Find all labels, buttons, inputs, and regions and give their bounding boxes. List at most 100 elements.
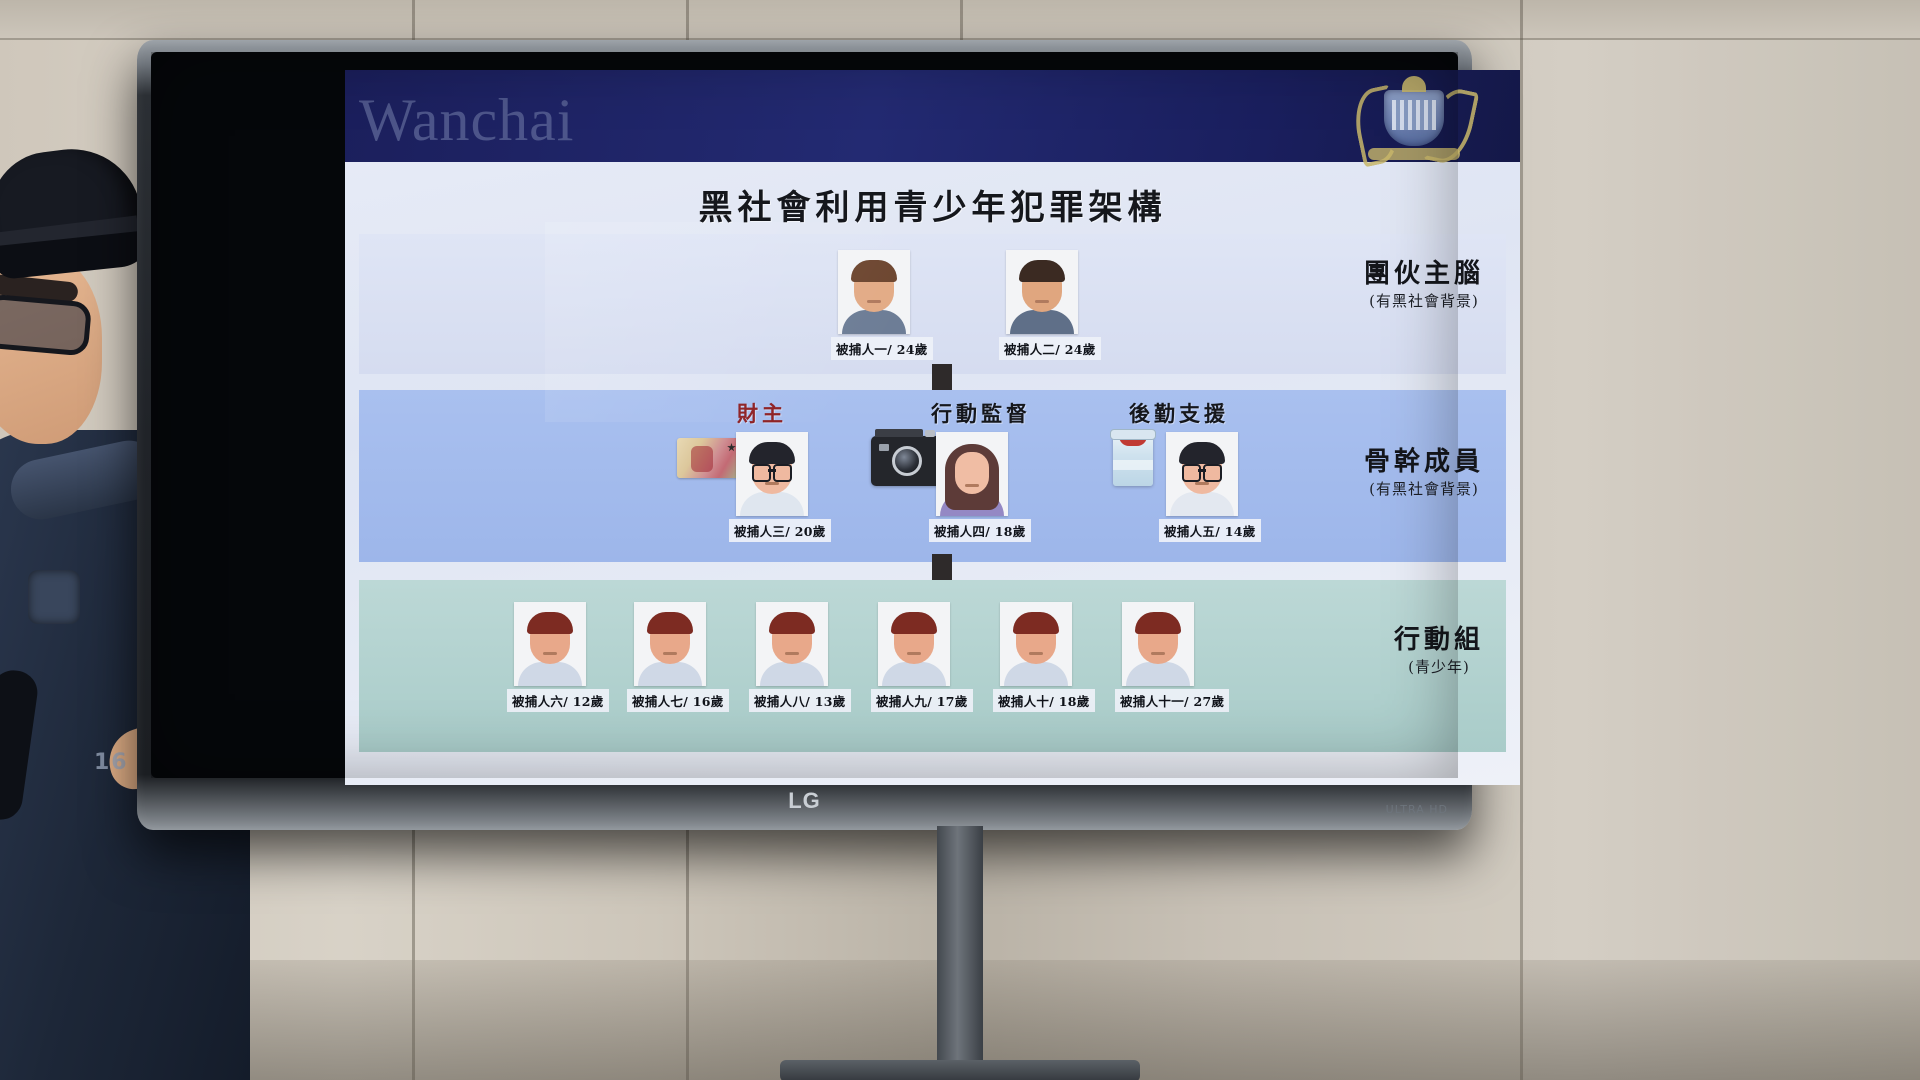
avatar-mouth — [907, 652, 921, 655]
avatar-hair — [647, 612, 693, 634]
officer-glasses — [0, 293, 93, 357]
monitor-stand-neck — [937, 826, 983, 1076]
avatar-mouth — [1035, 300, 1049, 303]
avatar-mouth — [785, 652, 799, 655]
tier-leaders-label-main: 團伙主腦 — [1363, 259, 1484, 289]
avatar-body — [1010, 310, 1074, 334]
presentation-slide: Wanchai 黑社會利用青少年犯罪架構 — [345, 70, 1520, 785]
tier-core-members: 骨幹成員 (有黑社會背景) 財主 行動監督 後勤支援 — [359, 390, 1506, 562]
person-card[interactable]: 被捕人二/ 24歲 — [999, 250, 1101, 360]
avatar-body — [882, 662, 946, 686]
avatar-hair — [1019, 260, 1065, 282]
person-label: 被捕人二/ 24歲 — [999, 337, 1101, 360]
avatar-mouth — [765, 482, 779, 485]
avatar-body — [842, 310, 906, 334]
avatar-mouth — [543, 652, 557, 655]
crest-building — [1392, 100, 1436, 130]
avatar-mouth — [1195, 482, 1209, 485]
avatar-body — [638, 662, 702, 686]
camera-shutter-button — [925, 430, 935, 437]
camera-lens — [892, 446, 922, 476]
avatar-body — [760, 662, 824, 686]
wall-seam-4 — [1520, 0, 1523, 1080]
arrow-shaft — [932, 554, 952, 580]
avatar-mouth — [965, 484, 979, 487]
ceiling-band — [0, 0, 1920, 40]
avatar-hair — [527, 612, 573, 634]
paint-bucket-rim — [1110, 429, 1156, 440]
paint-bucket-band — [1113, 460, 1153, 470]
person-label: 被捕人十/ 18歲 — [993, 689, 1095, 712]
person-label: 被捕人八/ 13歲 — [749, 689, 851, 712]
person-card[interactable]: 被捕人六/ 12歲 — [507, 602, 609, 712]
person-label: 被捕人十一/ 27歲 — [1115, 689, 1230, 712]
person-card[interactable]: 被捕人四/ 18歲 — [929, 432, 1031, 542]
person-label: 被捕人一/ 24歲 — [831, 337, 933, 360]
tier-core-label-sub: (有黑社會背景) — [1369, 479, 1479, 498]
camera-icon — [871, 429, 943, 486]
person-card[interactable]: 被捕人三/ 20歲 — [729, 432, 831, 542]
person-card[interactable]: 被捕人十/ 18歲 — [993, 602, 1095, 712]
avatar-glasses-icon — [1182, 464, 1222, 482]
slide-header-banner: Wanchai — [345, 70, 1520, 168]
person-card[interactable]: 被捕人九/ 17歲 — [871, 602, 973, 712]
monitor-brand-label: LG — [788, 788, 821, 813]
avatar — [838, 250, 910, 334]
tier-action-group: 行動組 (青少年) 被捕人六/ 12歲 — [359, 580, 1506, 752]
tier-action-label-sub: (青少年) — [1408, 657, 1470, 676]
avatar-hair — [851, 260, 897, 282]
avatar — [736, 432, 808, 516]
person-label: 被捕人七/ 16歲 — [627, 689, 729, 712]
monitor-model-label: ULTRA HD — [1385, 803, 1448, 816]
avatar — [1122, 602, 1194, 686]
avatar — [1000, 602, 1072, 686]
avatar — [1006, 250, 1078, 334]
tier-action-label: 行動組 (青少年) — [1393, 625, 1484, 676]
chart-title: 黑社會利用青少年犯罪架構 — [345, 180, 1520, 237]
monitor-stand-base — [780, 1060, 1140, 1080]
slide-body: 黑社會利用青少年犯罪架構 團伙主腦 (有黑社會背景) — [345, 162, 1520, 785]
avatar — [514, 602, 586, 686]
role-label-logistics: 後勤支援 — [1129, 401, 1229, 426]
monitor-screen: Wanchai 黑社會利用青少年犯罪架構 — [151, 52, 1520, 785]
person-card[interactable]: 被捕人一/ 24歲 — [831, 250, 933, 360]
avatar — [878, 602, 950, 686]
lg-monitor: Wanchai 黑社會利用青少年犯罪架構 — [137, 40, 1520, 830]
tier-leaders: 團伙主腦 (有黑社會背景) 被捕人一/ 24歲 — [359, 234, 1506, 374]
person-card[interactable]: 被捕人七/ 16歲 — [627, 602, 729, 712]
person-label: 被捕人九/ 17歲 — [871, 689, 973, 712]
hong-kong-police-crest-icon — [1348, 74, 1480, 168]
person-card[interactable]: 被捕人十一/ 27歲 — [1115, 602, 1230, 712]
avatar-mouth — [1029, 652, 1043, 655]
wall-panel-right — [1520, 40, 1920, 1080]
avatar-mouth — [1151, 652, 1165, 655]
person-label: 被捕人三/ 20歲 — [729, 519, 831, 542]
avatar-hair — [891, 612, 937, 634]
avatar-hair — [1179, 442, 1225, 464]
avatar-hair — [749, 442, 795, 464]
person-card[interactable]: 被捕人五/ 14歲 — [1159, 432, 1261, 542]
avatar-hair — [1013, 612, 1059, 634]
officer-badge — [28, 570, 80, 624]
avatar — [634, 602, 706, 686]
role-label-supervisor: 行動監督 — [931, 401, 1031, 426]
role-label-financier: 財主 — [737, 401, 787, 426]
arrow-shaft — [932, 364, 952, 390]
avatar-body — [740, 492, 804, 516]
person-label: 被捕人四/ 18歲 — [929, 519, 1031, 542]
banknote-icon — [677, 438, 743, 478]
tier-core-label-main: 骨幹成員 — [1363, 447, 1484, 477]
avatar-body — [1170, 492, 1234, 516]
tier-action-label-main: 行動組 — [1393, 625, 1484, 655]
tier-core-label: 骨幹成員 (有黑社會背景) — [1363, 447, 1484, 498]
slide-header-title: Wanchai — [359, 87, 575, 153]
chart-title-text: 黑社會利用青少年犯罪架構 — [688, 180, 1177, 237]
avatar-head — [955, 452, 989, 494]
camera-top-plate — [875, 429, 923, 437]
avatar-body — [1004, 662, 1068, 686]
avatar-body — [518, 662, 582, 686]
avatar — [1166, 432, 1238, 516]
person-card[interactable]: 被捕人八/ 13歲 — [749, 602, 851, 712]
avatar-hair — [1135, 612, 1181, 634]
